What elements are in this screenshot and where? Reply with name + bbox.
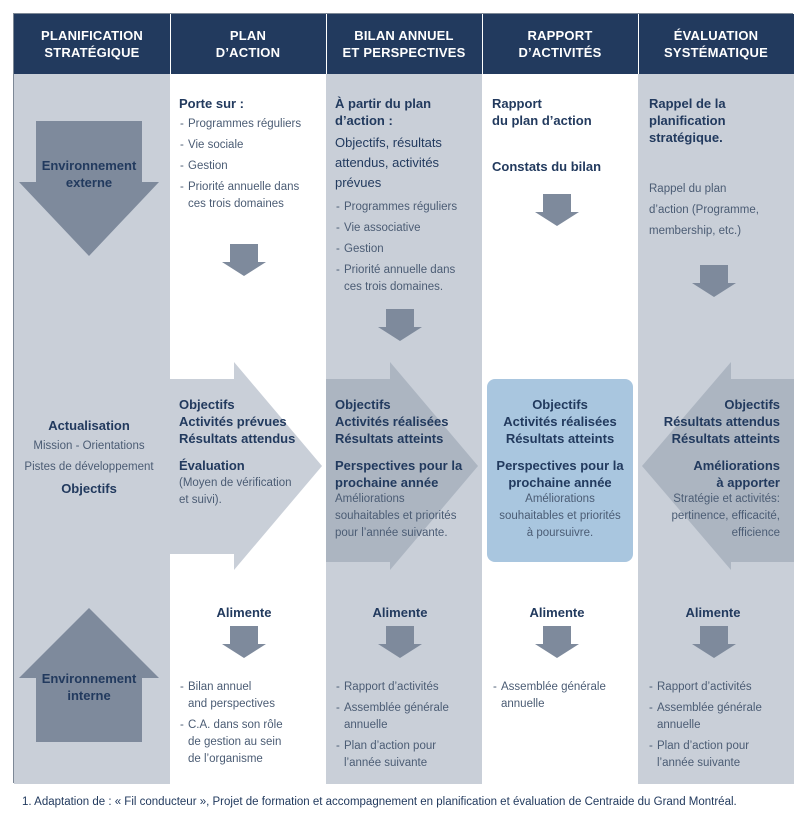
small-down-arrow xyxy=(378,626,422,658)
rapport-ameliorations: Améliorations souhaitables et priorités … xyxy=(499,493,621,539)
rappel-plan: Rappel du plan d’action (Programme, memb… xyxy=(649,183,759,237)
bilan-list: Programmes réguliers Vie associative Ges… xyxy=(335,199,475,300)
constats-label: Constats du bilan xyxy=(492,159,602,174)
list-item: Assemblée générale annuelle xyxy=(648,700,788,734)
list-item: Assemblée générale annuelle xyxy=(335,700,475,734)
bilan-intro-detail: Objectifs, résultats attendus, activités… xyxy=(335,135,442,190)
big-down-arrow xyxy=(19,121,159,256)
list-item: Rapport d’activités xyxy=(335,679,475,696)
small-down-arrow xyxy=(535,194,579,226)
bilan-objectifs-block: Objectifs Activités réalisées Résultats … xyxy=(335,397,449,446)
rapport-bottom-list: Assemblée générale annuelle xyxy=(492,679,632,717)
pistes-label: Pistes de développement xyxy=(24,461,154,473)
header-divider xyxy=(482,14,483,74)
eval-ameliorations: Améliorations à apporter xyxy=(693,458,780,490)
list-item: Bilan annuel and perspectives xyxy=(179,679,319,713)
right-chevron-arrow-overlay xyxy=(326,362,478,570)
list-item: Programmes réguliers xyxy=(335,199,475,216)
evaluation-label: Évaluation xyxy=(179,458,245,473)
right-chevron-arrow xyxy=(170,362,322,570)
eval-objectifs-block: Objectifs Résultats attendus Résultats a… xyxy=(663,397,780,446)
plan-bottom-list: Bilan annuel and perspectives C.A. dans … xyxy=(179,679,319,772)
header-evaluation: ÉVALUATION SYSTÉMATIQUE xyxy=(638,14,794,74)
list-item: Priorité annuelle dans ces trois domaine… xyxy=(179,179,319,213)
list-item: C.A. dans son rôle de gestion au sein de… xyxy=(179,717,319,768)
list-item: Plan d’action pour l’année suivante xyxy=(648,738,788,772)
rapport-plan-label: Rapport du plan d’action xyxy=(492,96,592,128)
header-rapport: RAPPORT D’ACTIVITÉS xyxy=(482,14,638,74)
list-item: Programmes réguliers xyxy=(179,116,319,133)
header-plan-action: PLAN D’ACTION xyxy=(170,14,326,74)
header-bilan: BILAN ANNUEL ET PERSPECTIVES xyxy=(326,14,482,74)
bilan-ameliorations: Améliorations souhaitables et priorités … xyxy=(335,493,457,539)
list-item: Vie associative xyxy=(335,220,475,237)
alimente-label: Alimente xyxy=(529,605,585,620)
small-down-arrow xyxy=(222,626,266,658)
eval-strategie: Stratégie et activités: pertinence, effi… xyxy=(671,493,780,539)
highlight-box xyxy=(487,379,633,562)
objectifs-label: Objectifs xyxy=(61,481,117,496)
left-chevron-arrow xyxy=(642,362,794,570)
header-divider xyxy=(326,14,327,74)
shapes-layer xyxy=(19,121,794,742)
evaluation-detail: (Moyen de vérification et suivi). xyxy=(179,477,292,506)
actualisation-label: Actualisation xyxy=(48,418,130,433)
small-down-arrow xyxy=(222,244,266,276)
eval-bottom-list: Rapport d’activités Assemblée générale a… xyxy=(648,679,788,776)
rappel-planification: Rappel de la planification stratégique. xyxy=(649,96,726,145)
alimente-label: Alimente xyxy=(685,605,741,620)
plan-objectifs-block: Objectifs Activités prévues Résultats at… xyxy=(179,397,296,446)
list-item: Assemblée générale annuelle xyxy=(492,679,632,713)
header-divider xyxy=(638,14,639,74)
alimente-label: Alimente xyxy=(216,605,272,620)
small-down-arrow xyxy=(692,626,736,658)
env-externe-label: Environnement externe xyxy=(41,158,137,190)
header-planification: PLANIFICATION STRATÉGIQUE xyxy=(14,14,170,74)
small-down-arrow xyxy=(378,309,422,341)
rapport-objectifs-block: Objectifs Activités réalisées Résultats … xyxy=(503,397,617,446)
list-item: Vie sociale xyxy=(179,137,319,154)
diagram-frame: PLANIFICATION STRATÉGIQUE PLAN D’ACTION … xyxy=(13,13,794,784)
small-down-arrow xyxy=(535,626,579,658)
bilan-perspectives: Perspectives pour la prochaine année xyxy=(335,458,463,490)
alimente-label: Alimente xyxy=(372,605,428,620)
list-item: Gestion xyxy=(335,241,475,258)
small-down-arrow xyxy=(692,265,736,297)
list-item: Gestion xyxy=(179,158,319,175)
rapport-perspectives: Perspectives pour la prochaine année xyxy=(496,458,624,490)
list-item: Priorité annuelle dans ces trois domaine… xyxy=(335,262,475,296)
mission-label: Mission - Orientations xyxy=(33,440,145,452)
header-divider xyxy=(170,14,171,74)
bilan-bottom-list: Rapport d’activités Assemblée générale a… xyxy=(335,679,475,776)
list-item: Rapport d’activités xyxy=(648,679,788,696)
big-up-arrow xyxy=(19,608,159,742)
porte-sur-label: Porte sur : xyxy=(179,96,245,111)
bilan-intro: À partir du plan d’action : xyxy=(335,96,432,128)
porte-sur-list: Programmes réguliers Vie sociale Gestion… xyxy=(179,116,319,217)
list-item: Plan d’action pour l’année suivante xyxy=(335,738,475,772)
env-interne-label: Environnement interne xyxy=(41,671,137,703)
footnote: 1. Adaptation de : « Fil conducteur », P… xyxy=(22,796,737,808)
